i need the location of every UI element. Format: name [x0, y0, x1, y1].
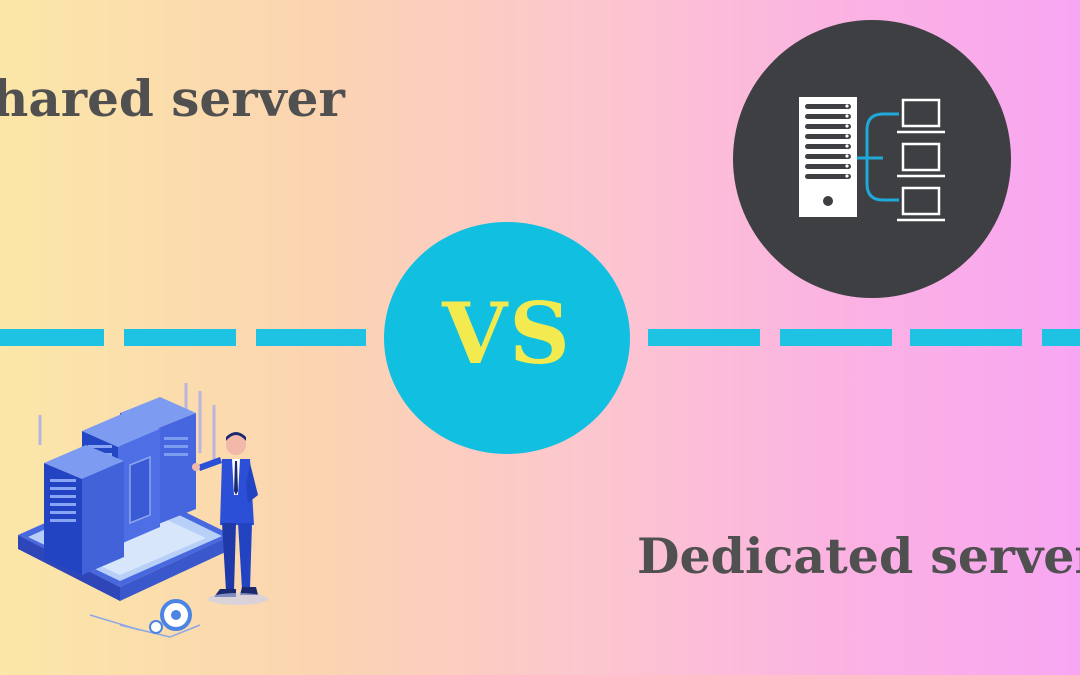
dedicated-server-badge — [733, 20, 1011, 298]
dash-segment — [1042, 329, 1080, 346]
shared-server-title: hared server — [0, 69, 345, 128]
dash-segment — [910, 329, 1022, 346]
dash-segment — [780, 329, 892, 346]
dash-segment — [256, 329, 366, 346]
server-network-icon — [799, 97, 945, 222]
vs-badge: VS — [384, 222, 630, 454]
dash-segment — [648, 329, 760, 346]
dash-segment — [124, 329, 236, 346]
vs-label: VS — [442, 284, 572, 383]
dedicated-server-title: Dedicated server — [637, 527, 1080, 585]
data-center-illustration — [18, 383, 268, 638]
dash-segment — [0, 329, 104, 346]
